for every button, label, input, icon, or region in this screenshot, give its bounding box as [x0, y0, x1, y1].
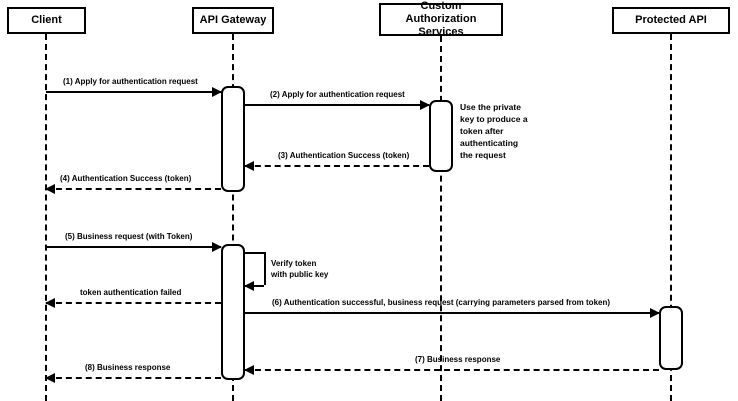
arrowhead-icon	[45, 373, 55, 383]
message-label: (4) Authentication Success (token)	[60, 174, 192, 183]
message-label: (2) Apply for authentication request	[270, 90, 405, 99]
message-label: (8) Business response	[85, 363, 171, 372]
participant-api-gateway: API Gateway	[192, 7, 274, 34]
message-line	[46, 377, 221, 379]
message-line	[46, 302, 221, 304]
activation-protected-api	[659, 306, 683, 370]
activation-custom-authorization-services	[429, 100, 453, 172]
message-label: (1) Apply for authentication request	[63, 77, 198, 86]
participant-protected-api: Protected API	[612, 7, 730, 34]
lifeline-api-gateway	[232, 34, 234, 401]
arrowhead-icon	[212, 242, 222, 252]
message-line	[245, 312, 659, 314]
participant-client: Client	[7, 7, 86, 34]
arrowhead-icon	[45, 298, 55, 308]
lifeline-protected-api	[670, 34, 672, 401]
lifeline-custom-authorization-services	[440, 36, 442, 401]
message-line	[245, 104, 429, 106]
message-label: (3) Authentication Success (token)	[278, 151, 410, 160]
arrowhead-icon	[212, 87, 222, 97]
participant-custom-authorization-services: Custom Authorization Services	[379, 0, 503, 38]
note-private-key: Use the private key to produce a token a…	[460, 102, 528, 160]
arrowhead-icon	[420, 100, 430, 110]
arrowhead-icon	[650, 308, 660, 318]
message-line	[245, 369, 659, 371]
message-line	[46, 188, 221, 190]
message-label: (6) Authentication successful, business …	[272, 298, 611, 307]
message-label: token authentication failed	[80, 288, 182, 297]
arrowhead-icon	[45, 184, 55, 194]
participant-label: API Gateway	[199, 14, 267, 26]
message-label: (7) Business response	[415, 355, 501, 364]
self-loop-side	[264, 252, 266, 285]
message-label: (5) Business request (with Token)	[65, 232, 193, 241]
message-line	[46, 91, 221, 93]
message-line	[46, 246, 221, 248]
self-loop-bottom	[245, 285, 264, 287]
participant-label: Protected API	[635, 14, 707, 26]
activation-api-gateway-auth	[221, 86, 245, 192]
self-loop-top	[245, 252, 264, 254]
activation-api-gateway-business	[221, 244, 245, 380]
arrowhead-icon	[244, 281, 254, 291]
participant-label: Custom Authorization Services	[405, 0, 477, 38]
message-verify-token-self: Verify token with public key	[244, 252, 365, 292]
participant-label: Client	[31, 14, 62, 26]
arrowhead-icon	[244, 161, 254, 171]
message-line	[245, 165, 429, 167]
arrowhead-icon	[244, 365, 254, 375]
lifeline-client	[45, 34, 47, 401]
message-label: Verify token with public key	[271, 259, 329, 279]
